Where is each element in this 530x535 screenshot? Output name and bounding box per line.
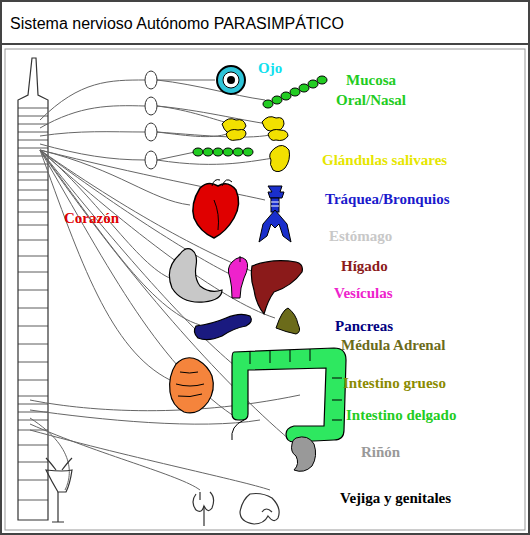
organ-label: Intestino grueso <box>343 373 446 393</box>
organ-label: Tráquea/Bronquios <box>325 189 449 209</box>
ganglia <box>145 71 157 169</box>
organ-label: Vesículas <box>334 283 393 303</box>
mucosa-illustration <box>193 76 327 156</box>
bladder-genitals-illustration <box>46 458 279 526</box>
liver-illustration <box>251 261 302 314</box>
kidney-illustration <box>292 437 316 471</box>
small-intestine-illustration <box>170 358 214 413</box>
heart-illustration <box>193 180 239 238</box>
organ-label: Hígado <box>341 256 388 276</box>
organ-label: Riñón <box>361 442 400 462</box>
diagram-title: Sistema nervioso Autónomo PARASIMPÁTICO <box>10 15 344 33</box>
trachea-illustration <box>259 186 291 242</box>
pancreas-illustration <box>194 314 251 339</box>
large-intestine-illustration <box>232 348 346 442</box>
organ-label: Intestino delgado <box>346 405 456 425</box>
spinal-cord <box>18 58 48 520</box>
organ-label: Pancreas <box>335 316 393 336</box>
salivary-gland-illustration <box>222 117 290 172</box>
inner-frame <box>5 49 525 530</box>
organ-label: Mucosa Oral/Nasal <box>326 70 416 110</box>
gallbladder-illustration <box>228 256 247 298</box>
organ-label: Estómago <box>329 226 392 246</box>
organ-label: Ojo <box>258 58 282 78</box>
organ-label: Médula Adrenal <box>341 335 445 355</box>
title-rule <box>1 43 529 45</box>
organ-label: Glándulas salivares <box>322 150 447 170</box>
organ-label: Corazón <box>64 208 119 228</box>
eye-illustration <box>217 66 245 94</box>
stomach-illustration <box>169 249 222 303</box>
organ-label: Vejiga y genitales <box>340 488 451 508</box>
adrenal-illustration <box>276 308 300 334</box>
